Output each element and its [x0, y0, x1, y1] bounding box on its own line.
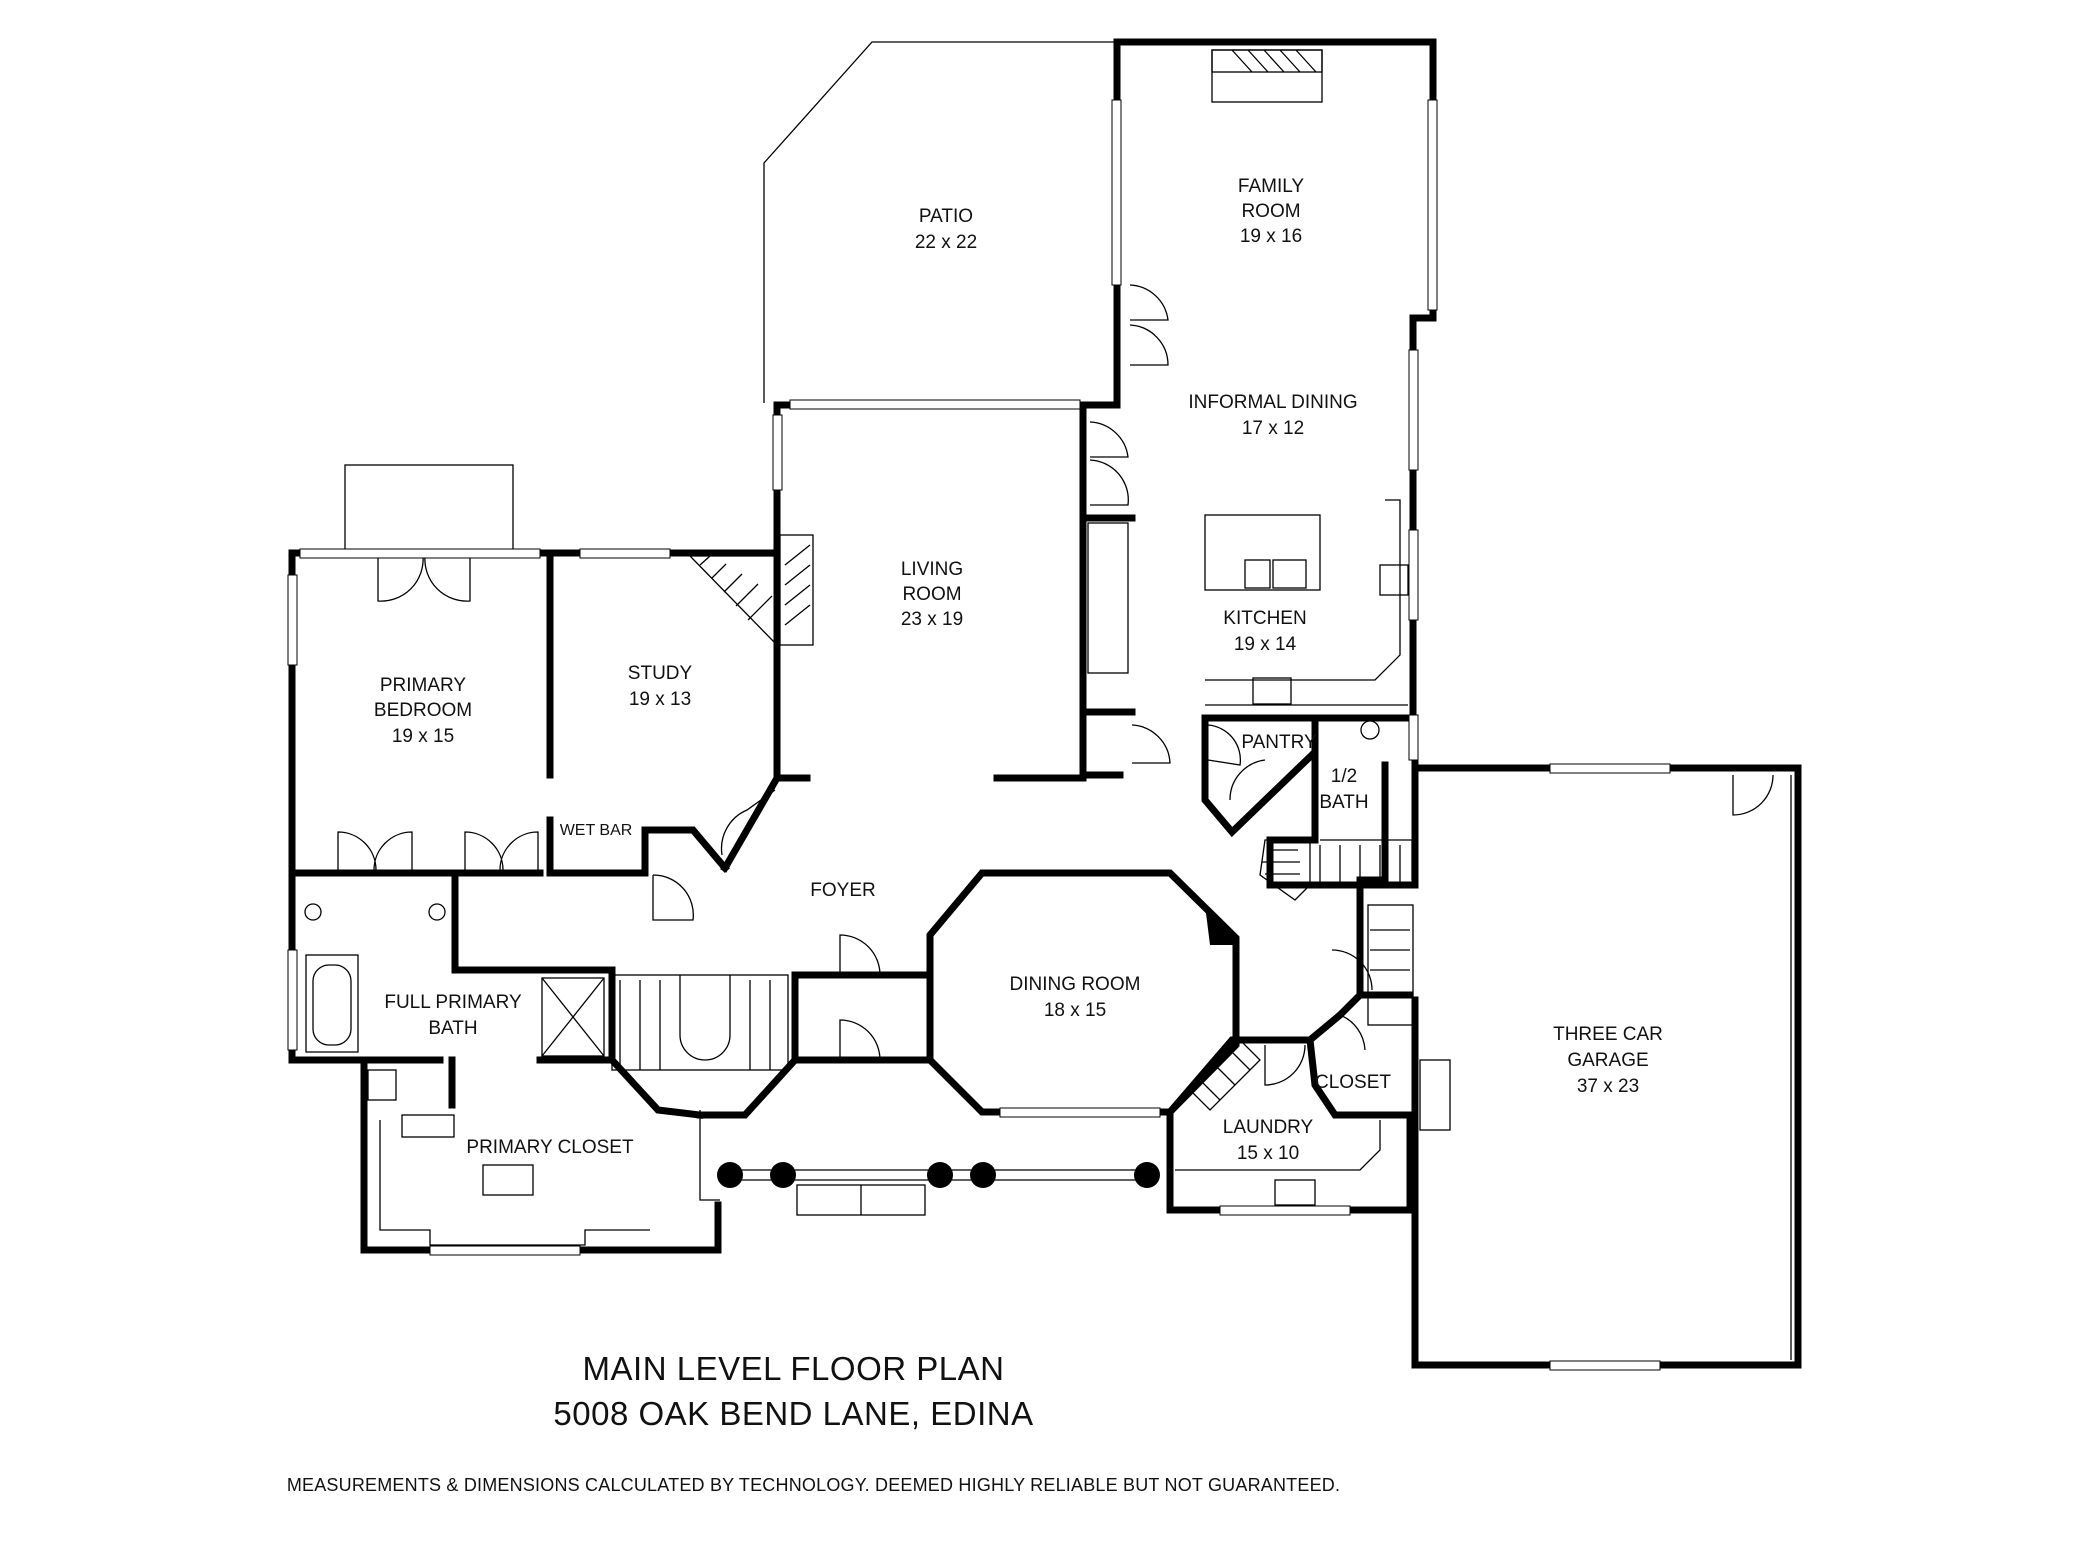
patio-outline: [763, 41, 1117, 403]
label-text: GARAGE: [1567, 1050, 1648, 1071]
staircase-study: [688, 555, 776, 645]
east-stairs: [1259, 839, 1414, 1026]
label-text: PANTRY: [1241, 732, 1317, 753]
label-text: BATH: [428, 1018, 477, 1039]
label-text: PRIMARY CLOSET: [466, 1137, 634, 1158]
label-text: LIVING: [901, 559, 963, 580]
family-kitchen-walls: [773, 38, 1437, 838]
dim-text: 19 x 16: [1240, 226, 1302, 247]
room-label-living-room: LIVING ROOM 23 x 19: [901, 559, 963, 630]
label-text: CLOSET: [1315, 1072, 1391, 1093]
room-label-informal-dining: INFORMAL DINING 17 x 12: [1188, 392, 1357, 439]
fireplace-icon: [1211, 49, 1323, 103]
label-text: ROOM: [902, 584, 961, 605]
label-text: BEDROOM: [374, 700, 472, 721]
bathtub-icon: [304, 903, 446, 1101]
room-label-foyer: FOYER: [810, 880, 875, 901]
primary-bath-walls: [360, 869, 722, 1254]
dim-text: 37 x 23: [1577, 1076, 1639, 1097]
dim-text: 19 x 13: [629, 689, 691, 710]
door-swings-bedroom: [337, 555, 776, 921]
room-label-patio: PATIO 22 x 22: [915, 206, 977, 253]
windows: [287, 99, 1671, 1371]
bedroom-bay-window: [344, 464, 514, 551]
dim-text: 15 x 10: [1237, 1143, 1299, 1164]
label-text: FAMILY: [1238, 176, 1304, 197]
bedroom-study-walls: [288, 549, 782, 1064]
room-label-three-car-garage: THREE CAR GARAGE 37 x 23: [1553, 1024, 1663, 1097]
dim-text: 19 x 15: [392, 726, 454, 747]
front-porch: [717, 1162, 1160, 1216]
dim-text: 19 x 14: [1234, 634, 1297, 655]
label-text: FULL PRIMARY: [384, 992, 522, 1013]
label-text: STUDY: [628, 663, 693, 684]
label-text: DINING ROOM: [1010, 974, 1141, 995]
plan-title: MAIN LEVEL FLOOR PLAN: [582, 1350, 1005, 1387]
label-text: PATIO: [919, 206, 973, 227]
room-label-closet: CLOSET: [1315, 1072, 1391, 1093]
label-text: KITCHEN: [1223, 608, 1306, 629]
primary-closet-fixtures: [379, 1114, 650, 1246]
plan-address: 5008 OAK BEND LANE, EDINA: [553, 1395, 1034, 1432]
room-label-full-primary-bath: FULL PRIMARY BATH: [384, 992, 522, 1039]
room-label-primary-closet: PRIMARY CLOSET: [466, 1137, 634, 1158]
room-label-pantry: PANTRY: [1241, 732, 1317, 753]
garage-walls: [1331, 764, 1802, 1369]
label-text: INFORMAL DINING: [1188, 392, 1357, 413]
label-text: FOYER: [810, 880, 875, 901]
disclaimer-text: MEASUREMENTS & DIMENSIONS CALCULATED BY …: [286, 1475, 1341, 1495]
label-text: BATH: [1319, 792, 1368, 813]
dim-text: 22 x 22: [915, 232, 977, 253]
label-text: THREE CAR: [1553, 1024, 1663, 1045]
room-label-dining-room: DINING ROOM 18 x 15: [1010, 974, 1141, 1021]
dim-text: 17 x 12: [1242, 418, 1304, 439]
room-label-family-room: FAMILY ROOM 19 x 16: [1238, 176, 1304, 247]
room-label-primary-bedroom: PRIMARY BEDROOM 19 x 15: [374, 675, 472, 747]
label-text: LAUNDRY: [1223, 1117, 1314, 1138]
room-label-kitchen: KITCHEN 19 x 14: [1223, 608, 1306, 655]
label-text: ROOM: [1241, 201, 1300, 222]
room-label-study: STUDY 19 x 13: [628, 663, 693, 710]
label-text: PRIMARY: [380, 675, 467, 696]
laundry-stairs: [1189, 1039, 1261, 1111]
fireplace-living-icon: [779, 534, 814, 646]
label-text: 1/2: [1331, 766, 1357, 787]
kitchen-island: [1087, 499, 1409, 706]
dim-text: 18 x 15: [1044, 1000, 1106, 1021]
room-label-half-bath: 1/2 BATH: [1319, 766, 1368, 813]
dim-text: 23 x 19: [901, 609, 963, 630]
room-label-laundry: LAUNDRY 15 x 10: [1223, 1117, 1314, 1164]
label-text: WET BAR: [560, 822, 633, 839]
room-label-wet-bar: WET BAR: [560, 822, 633, 839]
staircase-foyer: [607, 971, 934, 1119]
door-swings-kitchen: [1089, 284, 1242, 766]
